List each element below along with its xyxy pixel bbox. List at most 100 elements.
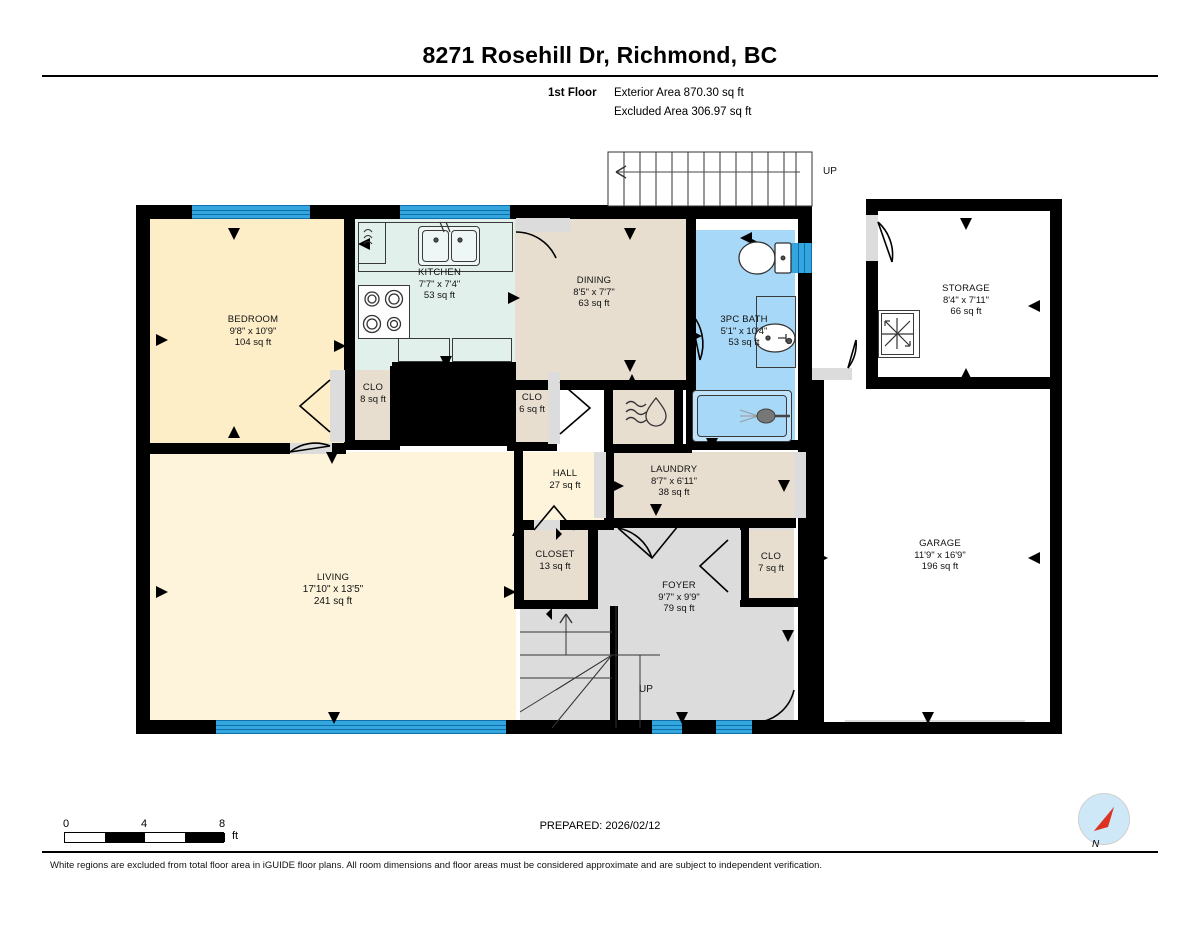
room-label-foyer: FOYER 9'7" x 9'9" 79 sq ft	[658, 580, 700, 614]
wall-storage-top	[866, 199, 1062, 211]
room-laundry-closet-fill	[612, 380, 674, 450]
wall-kitchen-south	[392, 362, 516, 372]
floor-label: 1st Floor	[548, 87, 597, 99]
door-pad-laundry-east	[794, 452, 806, 518]
window-bath-east	[790, 243, 812, 273]
kitchen-counter-south-2	[452, 338, 512, 362]
wall-living-north-left	[150, 443, 290, 454]
room-label-dining: DINING 8'5" x 7'7" 63 sq ft	[573, 275, 615, 309]
stairs-up-label-top: UP	[823, 166, 837, 177]
room-clo-foyer-fill	[748, 530, 794, 600]
door-pad-bedroom-living	[290, 443, 332, 454]
wall-dining-right	[686, 218, 696, 383]
room-garage-fill	[822, 390, 1057, 720]
room-label-bath: 3PC BATH 5'1" x 10'4" 53 sq ft	[720, 314, 768, 348]
wall-bath-left-lower	[686, 360, 696, 450]
wall-clo-dining-bottom	[507, 442, 557, 451]
wall-clo-foyer-bottom	[740, 598, 798, 607]
wall-laundry-north-stub	[604, 444, 614, 454]
wall-hall-south2	[560, 520, 614, 530]
door-pad-clo-dining	[548, 372, 560, 444]
room-label-clo-dining: CLO 6 sq ft	[519, 392, 545, 415]
wall-garage-bottom	[812, 722, 1062, 734]
door-pad-stair-landing	[618, 606, 654, 616]
scale-tick-1: 4	[140, 818, 148, 830]
room-closet-fill	[522, 530, 592, 602]
wall-garage-left	[812, 377, 824, 734]
kitchen-dishwasher	[358, 222, 386, 264]
wall-bath-left-upper	[686, 218, 696, 238]
prepared-date: PREPARED: 2026/02/12	[539, 820, 661, 832]
window-foyer-south	[652, 720, 682, 734]
exterior-area: Exterior Area 870.30 sq ft	[614, 87, 744, 99]
room-label-clo-foyer: CLO 7 sq ft	[758, 551, 784, 574]
wall-hall-south	[514, 520, 534, 530]
kitchen-counter-south	[398, 338, 450, 362]
kitchen-sink	[418, 226, 480, 266]
wall-laundry-south	[614, 518, 796, 528]
footer-divider	[42, 851, 1158, 853]
room-label-bedroom: BEDROOM 9'8" x 10'9" 104 sq ft	[227, 314, 279, 348]
scale-tick-2: 8	[218, 818, 226, 830]
stairwell-lower-fill	[520, 606, 616, 729]
wall-storage-bottom	[866, 377, 1062, 389]
header-divider	[42, 75, 1158, 77]
furnace-unit-inner	[881, 313, 914, 355]
kitchen-sink-basin-left	[422, 230, 449, 262]
wall-closet-bottom	[514, 600, 598, 609]
scale-seg-4	[185, 833, 225, 842]
scale-unit: ft	[232, 830, 239, 842]
room-living-fill	[150, 452, 516, 729]
room-label-garage: GARAGE 11'9" x 16'9" 196 sq ft	[914, 538, 966, 572]
door-pad-dining-hall	[516, 218, 570, 232]
wall-laundry-clo-bottom	[604, 444, 692, 453]
door-pad-hall-laundry	[594, 452, 606, 518]
room-label-laundry: LAUNDRY 8'7" x 6'11" 38 sq ft	[650, 464, 698, 498]
wall-closet-bedroom-right	[390, 366, 400, 450]
excluded-area: Excluded Area 306.97 sq ft	[614, 106, 752, 118]
wall-hall-right	[604, 450, 614, 522]
wall-hall-left	[514, 450, 523, 530]
scale-seg-2	[105, 833, 145, 842]
compass-north-label: N	[1092, 839, 1100, 850]
kitchen-sink-basin-right	[451, 230, 477, 262]
wall-bath-bottom	[688, 440, 798, 450]
door-pad-garage-house	[812, 368, 852, 380]
wall-living-north-right	[330, 443, 346, 454]
wall-laundry-clo-left	[604, 380, 613, 452]
interior-void	[392, 370, 516, 446]
wall-clo-foyer-left	[740, 528, 749, 606]
door-pad-garage-storage	[866, 215, 878, 261]
scale-bar-graphic	[64, 832, 225, 843]
page-title: 8271 Rosehill Dr, Richmond, BC	[422, 42, 778, 68]
wall-clo-dining-left	[507, 372, 516, 450]
room-label-hall: HALL 27 sq ft	[549, 468, 581, 491]
compass-needle-icon	[1093, 806, 1115, 832]
wall-closet-right	[588, 528, 598, 608]
window-living-south	[216, 720, 506, 734]
room-label-living: LIVING 17'10" x 13'5" 241 sq ft	[302, 572, 364, 607]
room-label-closet: CLOSET 13 sq ft	[535, 549, 575, 572]
room-label-storage: STORAGE 8'4" x 7'11" 66 sq ft	[942, 283, 990, 317]
wall-exterior-left	[136, 205, 150, 734]
compass-rose: N	[1078, 793, 1130, 850]
door-pad-clo-foyer	[728, 530, 741, 600]
wall-garage-right	[1050, 199, 1062, 734]
door-pad-bedroom-closet	[330, 370, 345, 442]
window-foyer-south-2	[716, 720, 752, 734]
wall-laundry-clo-right	[674, 380, 683, 452]
room-label-kitchen: KITCHEN 7'7" x 7'4" 53 sq ft	[417, 267, 462, 301]
wall-closet-left	[514, 528, 524, 608]
door-pad-hall-south	[534, 520, 560, 530]
bathtub-inner	[697, 395, 787, 437]
room-clo-bedroom-fill	[352, 370, 392, 442]
room-laundry-fill	[614, 452, 794, 520]
wall-closet-bedroom-bottom	[344, 440, 394, 450]
scale-bar: 0 4 8 ft	[62, 818, 238, 843]
scale-tick-0: 0	[62, 818, 70, 830]
wall-bedroom-kitchen	[344, 205, 355, 375]
wall-stair-right	[610, 606, 618, 728]
scale-ticks: 0 4 8	[62, 818, 226, 832]
